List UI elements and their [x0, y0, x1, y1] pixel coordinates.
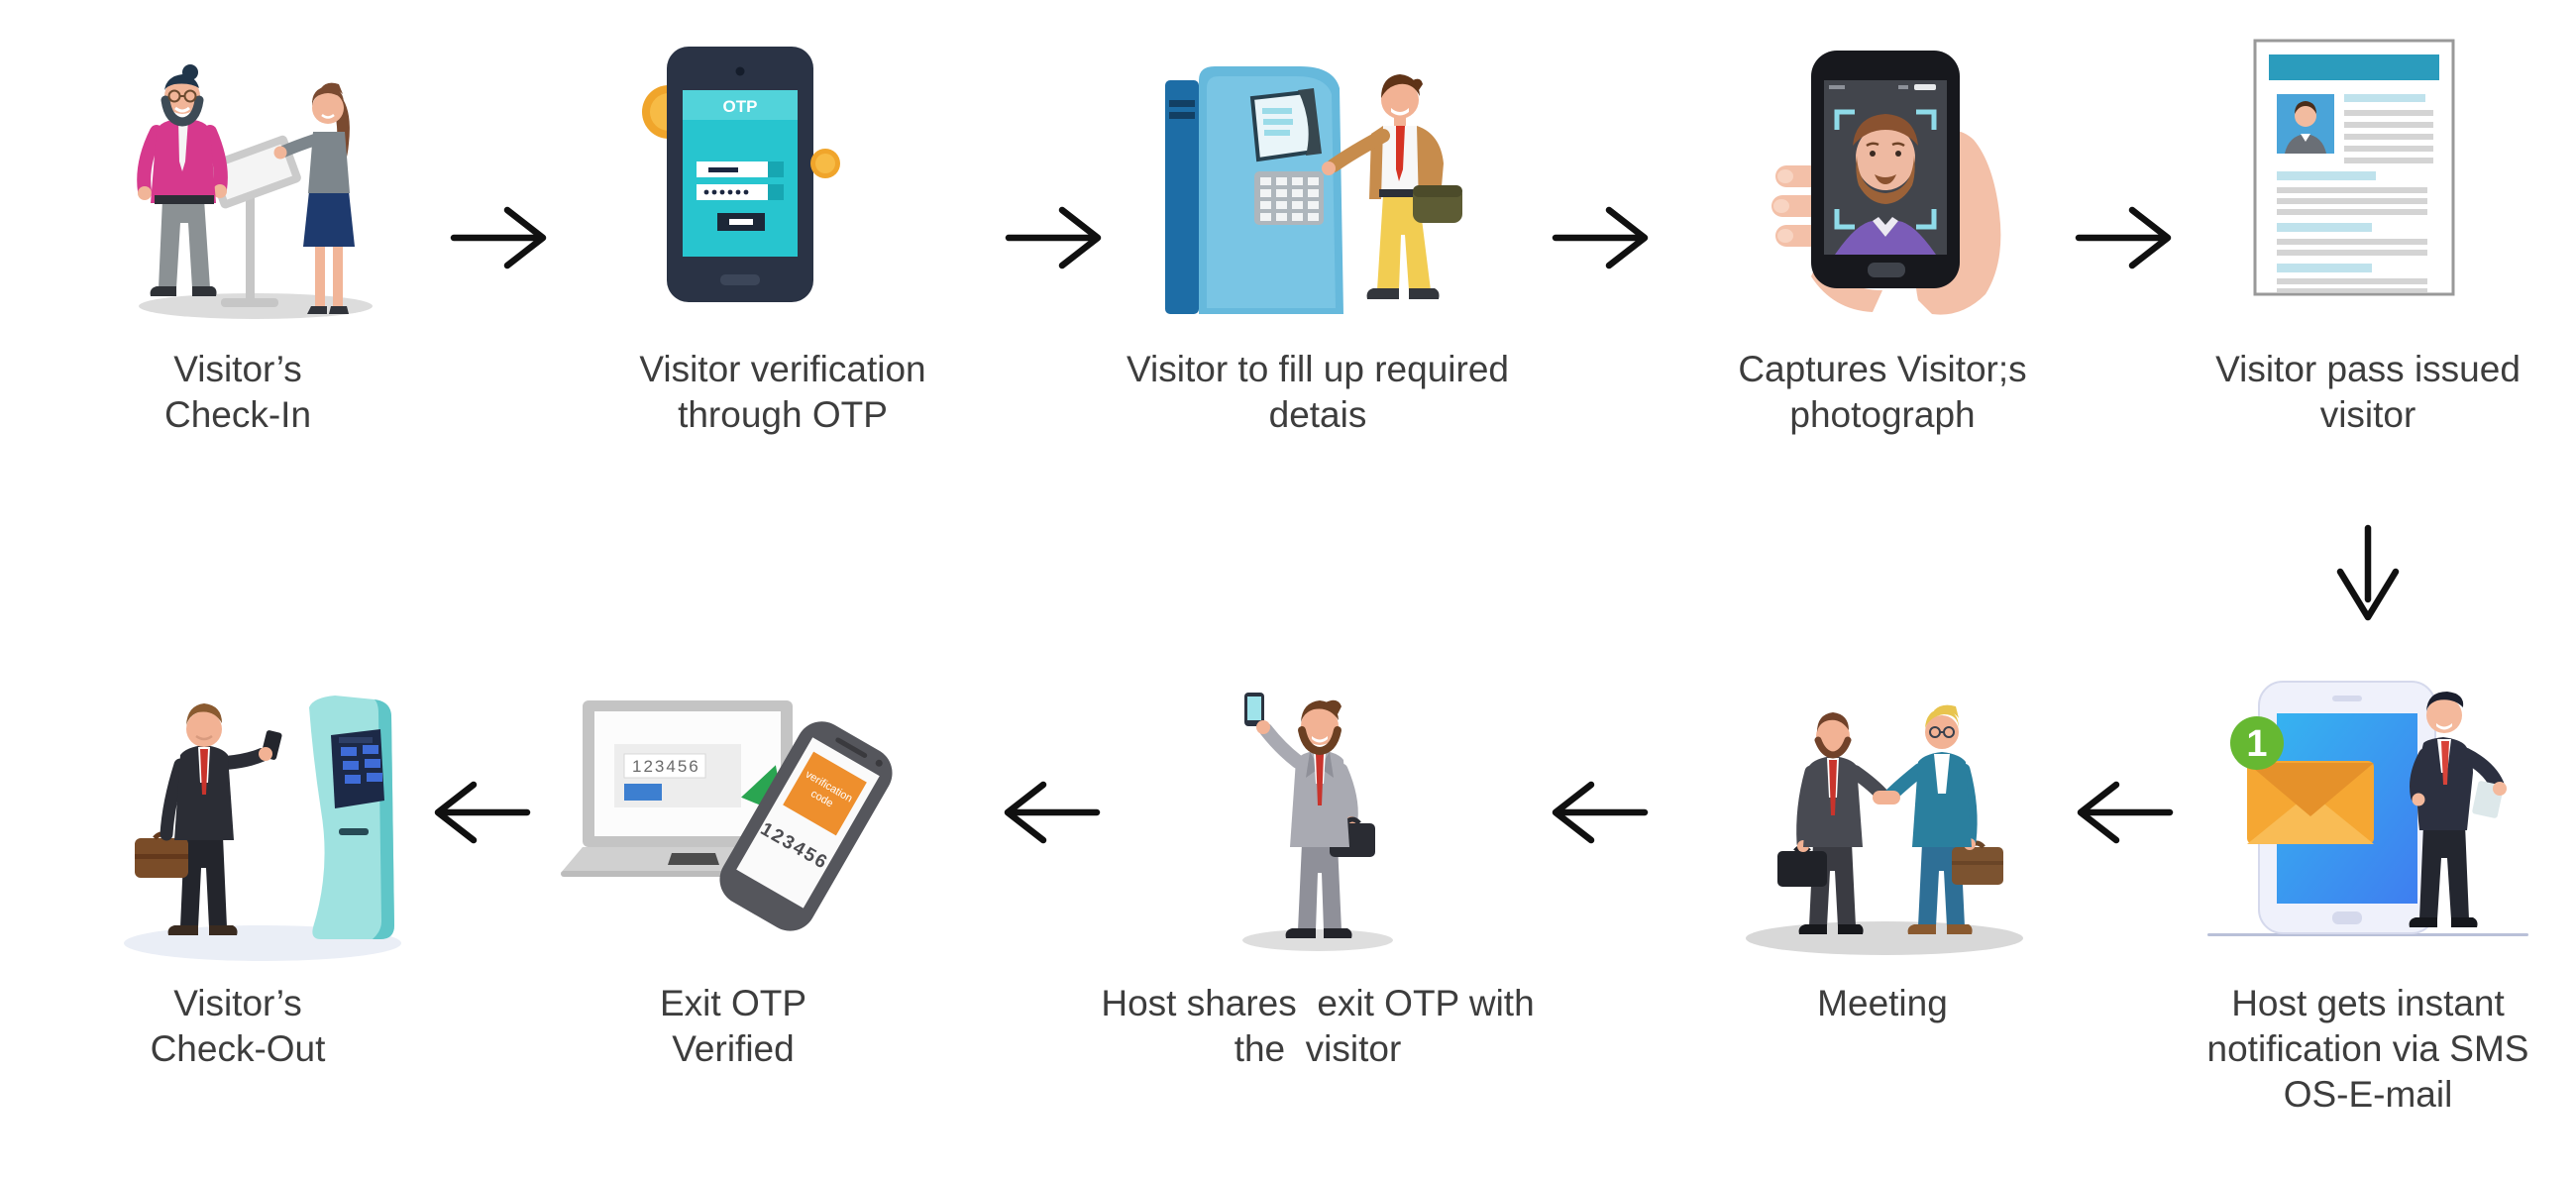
caption-line: Meeting: [1817, 983, 1948, 1023]
envelope-icon: [2247, 761, 2374, 844]
ground-shadow: [1746, 921, 2023, 955]
illustration-visitor-check-out: [79, 644, 416, 971]
visitor-shirt: [1835, 221, 1936, 255]
host-figure: [2409, 692, 2507, 927]
caption-line: Host shares exit OTP with: [1101, 983, 1535, 1023]
caption-line: visitor: [2319, 394, 2416, 435]
guest-figure: [1881, 704, 2003, 934]
flow-arrow-left-2: [1544, 778, 1653, 847]
female-receptionist-figure: [273, 82, 355, 314]
checkout-kiosk-icon: [309, 696, 394, 939]
illustration-share-exit-otp: [1169, 649, 1466, 966]
visitor-face: [1853, 114, 1918, 204]
illustration-otp-verification: OTP: [639, 25, 936, 322]
caption-otp-verification: Visitor verification through OTP: [525, 347, 1040, 438]
flow-arrow-right-2: [1001, 203, 1110, 272]
notification-badge: 1: [2230, 716, 2284, 770]
illustration-visitor-check-in: [79, 25, 436, 332]
caption-line: Host gets instant: [2231, 983, 2505, 1023]
caption-capture-photograph: Captures Visitor;s photograph: [1625, 347, 2140, 438]
caption-line: Visitor’s: [173, 349, 302, 389]
caption-line: Visitor verification: [639, 349, 926, 389]
flow-arrow-left-3: [996, 778, 1105, 847]
flow-arrow-left-1: [2069, 778, 2178, 847]
caption-visitor-check-in: Visitor’s Check-In: [0, 347, 476, 438]
caption-line: Visitor to fill up required: [1127, 349, 1509, 389]
flow-arrow-right-1: [446, 203, 555, 272]
male-visitor-figure: [137, 64, 228, 296]
flow-arrow-right-4: [2071, 203, 2180, 272]
illustration-host-notification: 1: [2200, 644, 2536, 961]
caption-line: Exit OTP: [659, 983, 807, 1023]
flow-arrow-right-3: [1548, 203, 1657, 272]
illustration-fill-details: [1149, 25, 1486, 322]
caption-line: Check-In: [163, 394, 312, 435]
badge-count-text: 1: [2246, 723, 2267, 765]
caption-line: notification via SMS: [2206, 1028, 2529, 1069]
submit-button-shape: [624, 784, 662, 801]
ground-shadow: [1242, 929, 1393, 951]
coin-icon: [810, 149, 840, 178]
caption-visitor-check-out: Visitor’s Check-Out: [0, 981, 476, 1072]
caption-exit-otp-verified: Exit OTP Verified: [476, 981, 991, 1072]
atm-kiosk-icon: [1165, 66, 1343, 314]
caption-line: Check-Out: [150, 1028, 326, 1069]
caption-meeting: Meeting: [1625, 981, 2140, 1026]
illustration-visitor-pass: [2239, 25, 2497, 322]
caption-line: detais: [1268, 394, 1367, 435]
otp-sms-phone-icon: verification code 123456: [719, 721, 893, 931]
visitor-pass-document-icon: [2253, 39, 2455, 296]
caption-share-exit-otp: Host shares exit OTP with the visitor: [1060, 981, 1575, 1072]
departing-visitor-figure: [135, 703, 282, 935]
caption-fill-details: Visitor to fill up required detais: [1060, 347, 1575, 438]
caption-host-notification: Host gets instant notification via SMS O…: [2130, 981, 2576, 1118]
caption-line: Visitor’s: [173, 983, 302, 1023]
otp-header-text: OTP: [723, 97, 758, 116]
caption-line: through OTP: [678, 394, 888, 435]
caption-line: Verified: [672, 1028, 795, 1069]
illustration-meeting: [1714, 649, 2051, 966]
caption-line: OS-E-mail: [2283, 1074, 2453, 1115]
caption-line: Visitor pass issued: [2215, 349, 2521, 389]
flow-arrow-down: [2333, 520, 2403, 629]
caption-line: Captures Visitor;s: [1738, 349, 2027, 389]
illustration-exit-otp-verified: 123456 verification code 123456: [555, 649, 912, 966]
handshake-hands: [1873, 791, 1900, 804]
otp-phone-icon: OTP: [667, 47, 813, 302]
focus-frame-icon: [1834, 109, 1937, 230]
laptop-otp-code: 123456: [632, 757, 700, 776]
illustration-capture-photograph: [1724, 25, 2041, 322]
flow-arrow-left-4: [426, 778, 535, 847]
caption-line: the visitor: [1234, 1028, 1402, 1069]
phone-in-hand-icon: [1244, 693, 1264, 726]
caption-visitor-pass: Visitor pass issued visitor: [2130, 347, 2576, 438]
visitor-figure: [1322, 74, 1462, 299]
host-with-phone-figure: [1244, 693, 1375, 938]
host-figure: [1777, 712, 1891, 934]
caption-line: photograph: [1789, 394, 1976, 435]
